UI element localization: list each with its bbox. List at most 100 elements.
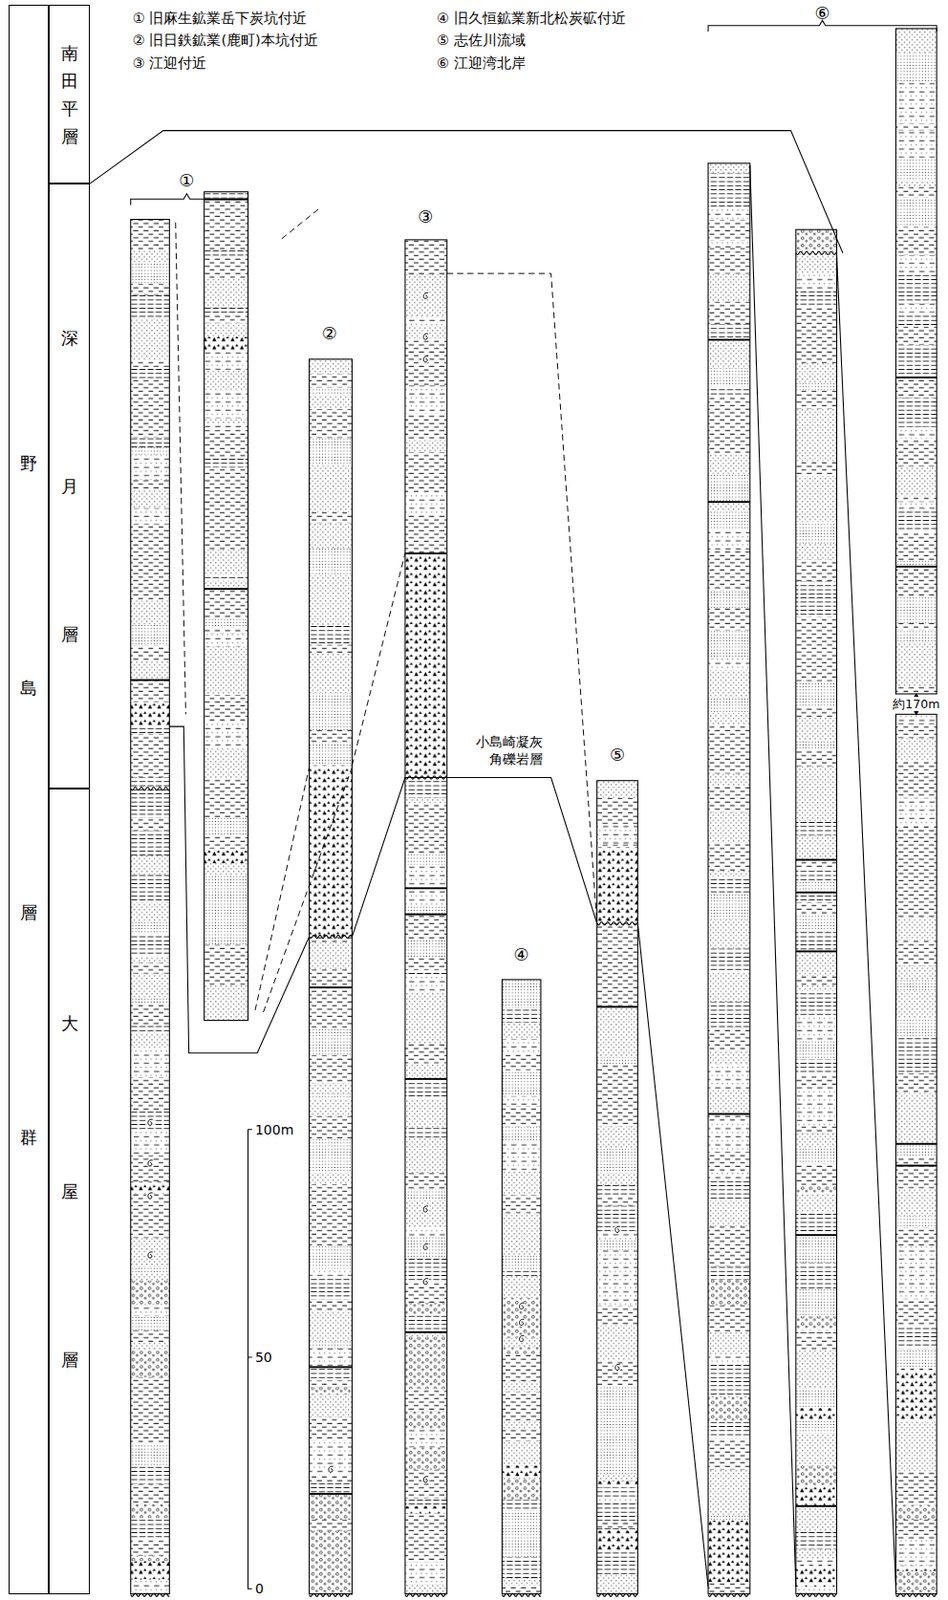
lithology-layer [895,303,937,314]
lithology-layer [597,1551,639,1575]
lithology-layer [204,627,249,634]
lithology-layer [895,596,937,623]
lithology-layer [130,902,171,922]
lithology-layer [796,792,838,821]
lithology-layer [204,862,249,876]
lithology-layer [895,180,937,188]
unconformity-line [796,251,838,255]
lithology-layer [405,1512,448,1537]
fossil-symbol [421,355,431,365]
lithology-layer [708,549,751,579]
lithology-layer [309,1082,353,1094]
lithology-layer [130,973,171,993]
lithology-layer [204,424,249,431]
lithology-layer [895,531,937,561]
lithology-layer [708,208,751,220]
lithology-layer [796,975,838,986]
lithology-layer [405,1314,448,1332]
lithology-layer [130,753,171,778]
lithology-layer [796,893,838,903]
correlation-line [637,923,709,1587]
lithology-layer [597,1049,639,1057]
correlation-line [89,130,843,254]
lithology-layer [309,1340,353,1348]
lithology-layer [708,669,751,698]
lithology-layer [895,274,937,304]
lithology-layer [597,1126,639,1149]
lithology-layer [130,1105,171,1112]
unconformity-line [309,935,353,939]
lithology-layer [796,949,838,952]
lithology-layer [501,1170,541,1195]
lithology-layer [708,1279,751,1306]
lithology-layer [895,97,937,125]
lithology-layer [130,1342,171,1350]
lithology-layer [309,1094,353,1100]
lithology-layer [597,1529,639,1551]
lithology-layer [597,823,639,844]
lithology-layer [796,635,838,653]
lithology-layer [309,566,353,575]
lithology-layer [796,390,838,398]
fossil-symbol [146,1250,155,1260]
lithology-layer [796,328,838,343]
group-band: 野島層群 [8,4,50,1595]
correlation-line [750,165,797,1587]
lithology-layer [895,63,937,84]
lithology-layer [708,607,751,631]
lithology-layer [895,509,937,532]
lithology-layer [708,724,751,745]
lithology-layer [597,1007,639,1021]
lithology-layer [708,826,751,843]
fossil-symbol [517,1334,526,1343]
lithology-layer [405,1302,448,1315]
lithology-layer [796,859,838,862]
lithology-layer [708,301,751,325]
lithology-layer [796,951,838,976]
lithology-layer [130,777,171,806]
lithology-layer [501,1380,541,1392]
fossil-symbol [421,332,431,342]
lithology-layer [405,530,448,553]
lithology-layer [895,1325,937,1335]
lithology-layer [405,991,448,1013]
lithology-layer [405,1469,448,1499]
lithology-layer [501,1053,541,1071]
lithology-layer [309,1529,353,1572]
lithology-layer [309,1163,353,1173]
lithology-layer [895,737,937,760]
lithology-layer [309,1217,353,1229]
column-outline [895,28,937,694]
lithology-layer [309,986,353,989]
lithology-layer [309,669,353,693]
formation-name: 深月層 [61,263,79,709]
lithology-layer [309,1269,353,1276]
lithology-layer [501,1126,541,1142]
thickness-note: 約170m [891,696,941,711]
lithology-layer [204,749,249,779]
lithology-layer [204,933,249,946]
lithology-layer [501,1479,541,1500]
formation-name: 南田平層 [61,39,79,151]
lithology-layer [796,560,838,575]
lithology-layer [130,283,171,295]
lithology-layer [796,1548,838,1558]
lithology-layer [708,1362,751,1374]
lithology-layer [708,1449,751,1469]
lithology-layer [501,1420,541,1430]
scale-line [248,1129,253,1589]
lithology-layer [130,679,171,682]
lithology-layer [204,467,249,493]
lithology-layer [130,579,171,602]
lithology-layer [130,702,171,728]
lithology-layer [708,1383,751,1397]
lithology-layer [309,1494,353,1520]
lithology-layer [405,258,448,275]
lithology-layer [130,726,171,734]
braces [130,20,937,205]
lithology-layer [204,646,249,669]
lithology-layer [405,863,448,887]
scale-bar [248,1129,253,1589]
fossil-symbol [146,1159,155,1168]
lithology-layer [501,1022,541,1039]
